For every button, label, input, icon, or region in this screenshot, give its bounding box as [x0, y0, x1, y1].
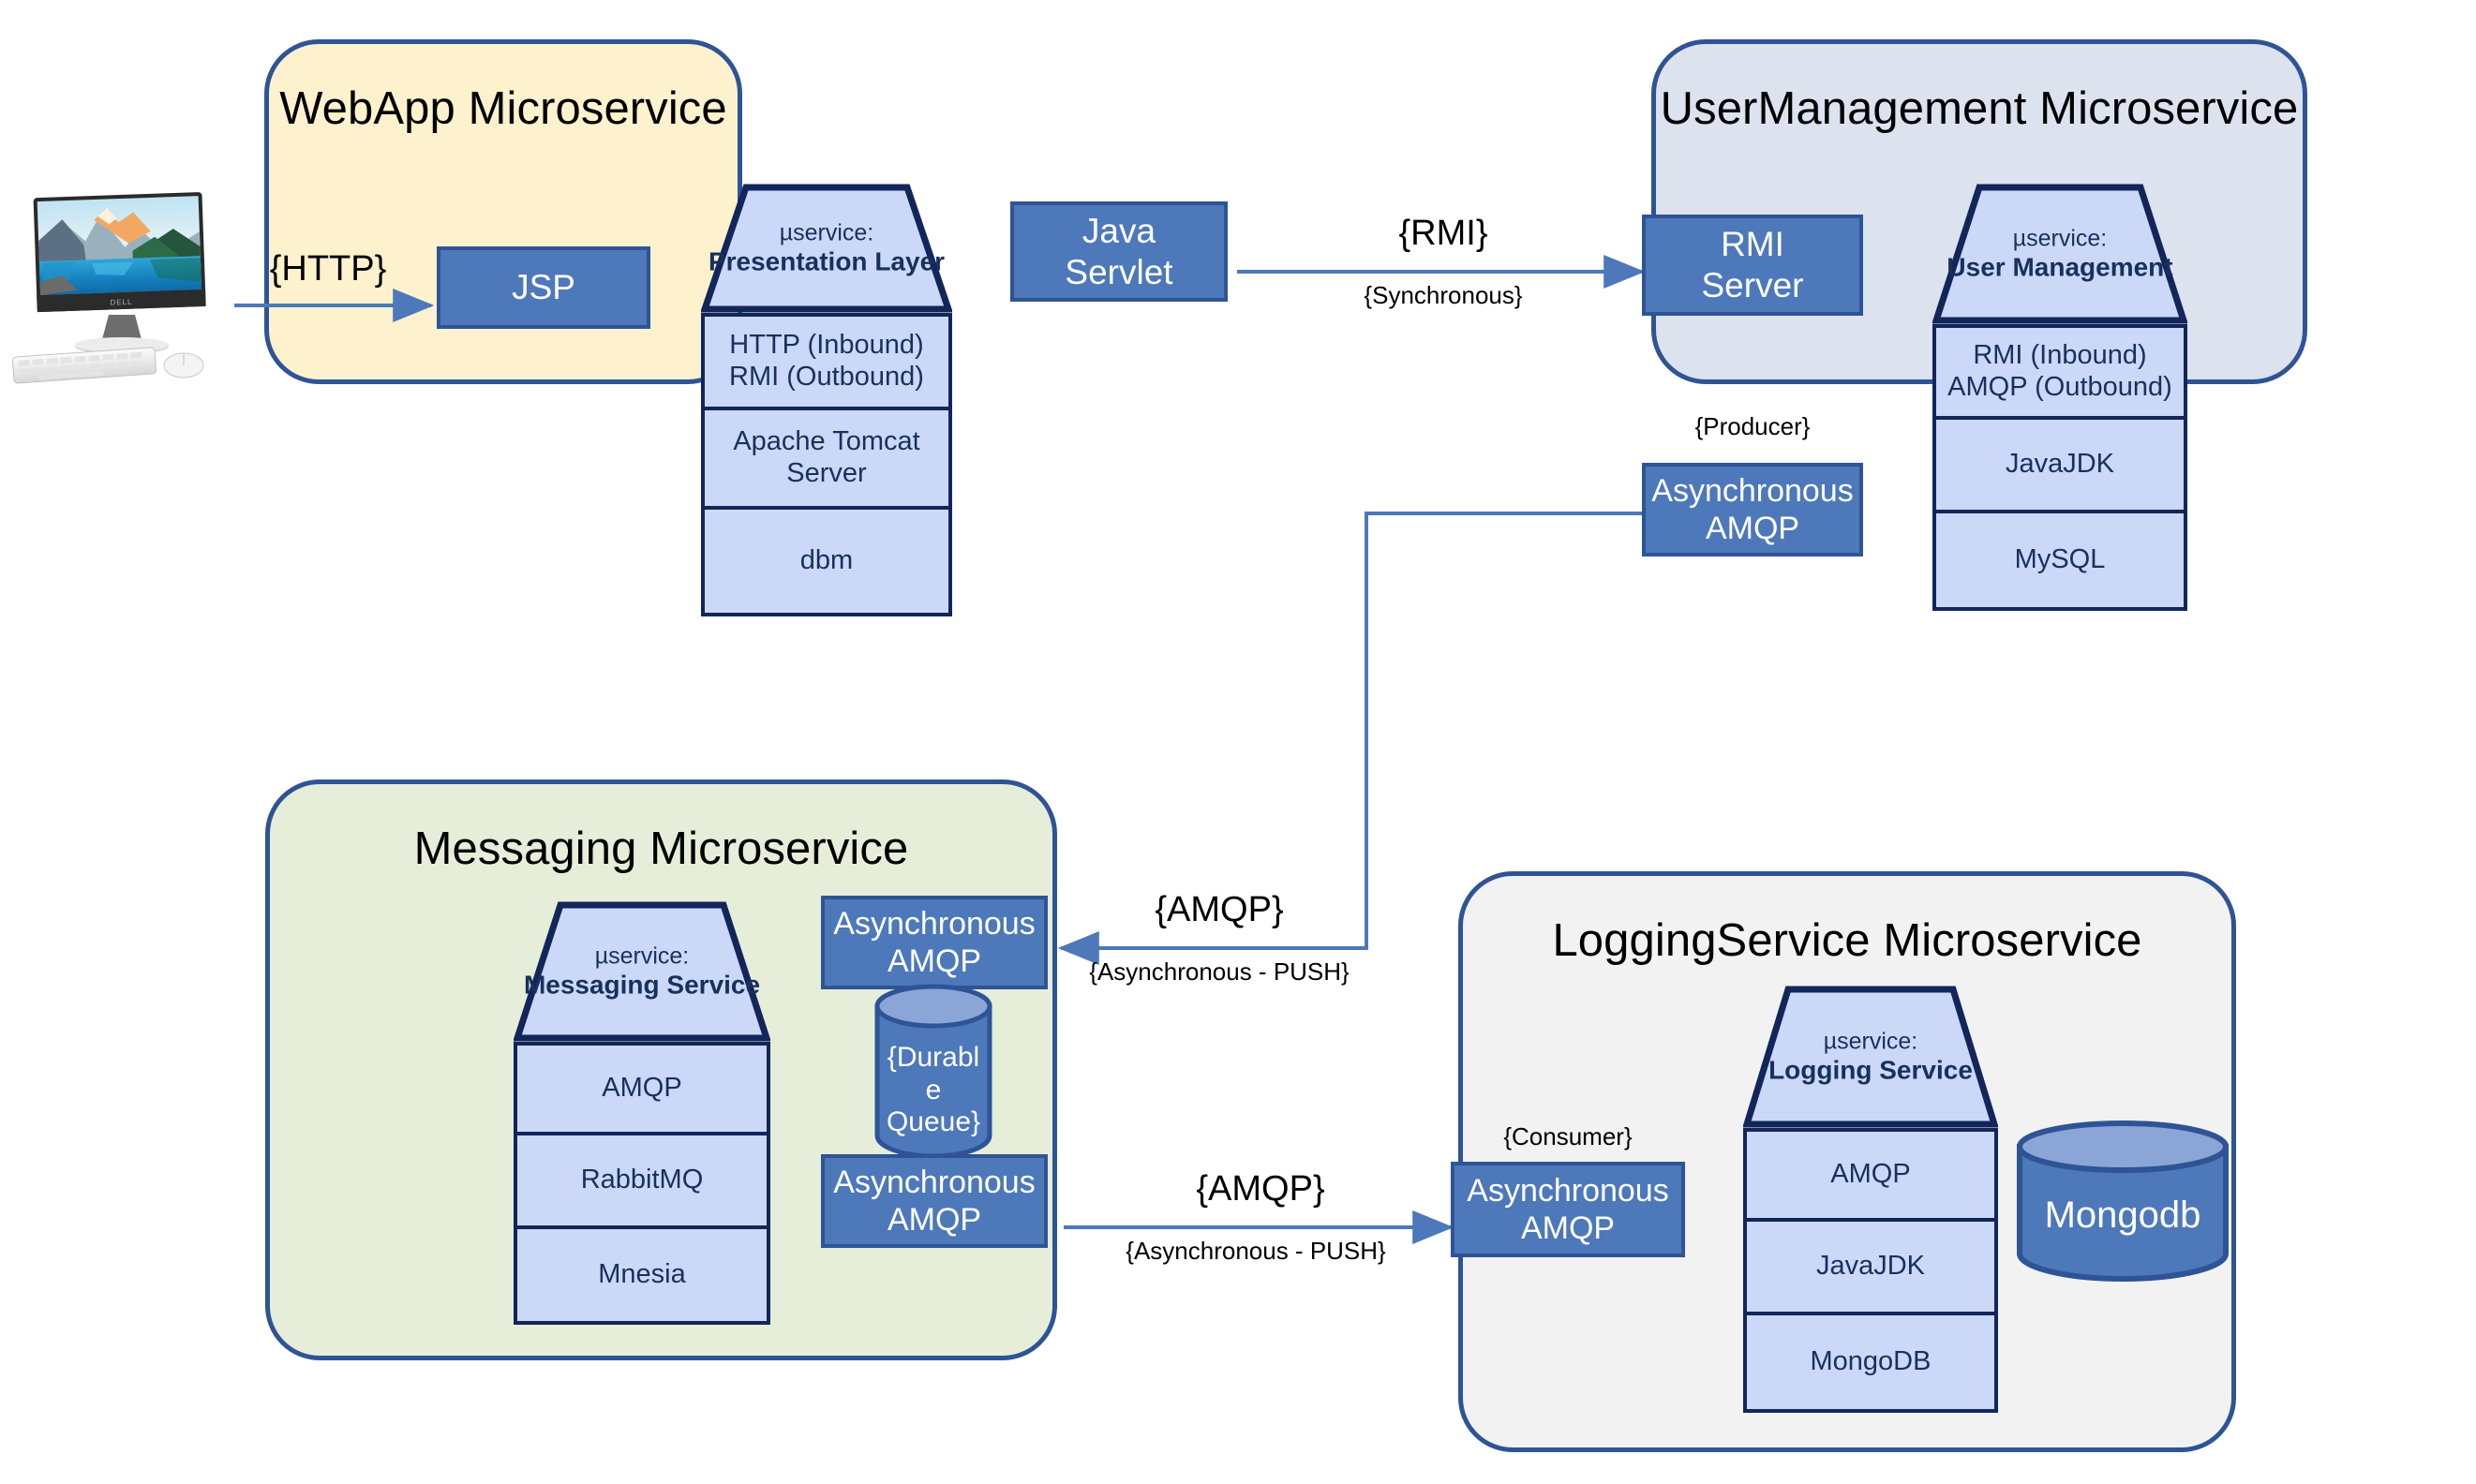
mongodb-cylinder: Mongodb — [2015, 1120, 2230, 1282]
stack-cap-label-usermanagement: µservice: User Management — [1932, 225, 2187, 282]
stack-name-usermanagement: User Management — [1946, 252, 2173, 282]
stack-layer-usermanagement-1: JavaJDK — [1932, 420, 2187, 513]
usermanagement-panel-title: UserManagement Microservice — [1660, 83, 2299, 134]
rmi-server-label: RMI Server — [1701, 225, 1804, 304]
java-servlet-interface-box[interactable]: Java Servlet — [1010, 201, 1228, 302]
svg-text:DELL: DELL — [110, 298, 132, 307]
messaging-amqp-outbound-label: Asynchronous AMQP — [833, 1164, 1036, 1238]
stack-prefix-logging: µservice: — [1823, 1028, 1918, 1055]
desktop-computer-icon: DELL — [9, 178, 234, 384]
loggingservice-panel-title: LoggingService Microservice — [1552, 915, 2142, 966]
stack-layer-logging-2: MongoDB — [1743, 1315, 1998, 1413]
stack-cap-logging: µservice: Logging Service — [1743, 986, 1998, 1128]
durable-queue-label: {Durable Queue} — [886, 1042, 981, 1137]
stack-prefix-presentation: µservice: — [779, 219, 874, 246]
messaging-panel-title: Messaging Microservice — [413, 824, 909, 874]
amqp-logging-mode-label: {Asynchronous - PUSH} — [1126, 1237, 1386, 1265]
mongodb-label: Mongodb — [2044, 1195, 2201, 1236]
stack-layer-presentation-1: Apache Tomcat Server — [701, 410, 952, 510]
stack-layer-logging-0: AMQP — [1743, 1128, 1998, 1222]
stack-cap-label-logging: µservice: Logging Service — [1743, 1028, 1998, 1085]
stack-prefix-messaging: µservice: — [594, 942, 690, 970]
user-management-stack[interactable]: µservice: User Management RMI (Inbound) … — [1932, 184, 2187, 622]
presentation-layer-stack[interactable]: µservice: Presentation Layer HTTP (Inbou… — [701, 184, 952, 616]
stack-cap-usermanagement: µservice: User Management — [1932, 184, 2187, 324]
stack-name-presentation: Presentation Layer — [708, 246, 946, 276]
async-amqp-consumer-label: Asynchronous AMQP — [1467, 1172, 1669, 1246]
messaging-amqp-outbound-box[interactable]: Asynchronous AMQP — [821, 1154, 1048, 1248]
messaging-amqp-inbound-box[interactable]: Asynchronous AMQP — [821, 896, 1048, 989]
messaging-service-stack[interactable]: µservice: Messaging Service AMQP RabbitM… — [514, 901, 770, 1342]
consumer-tag: {Consumer} — [1503, 1122, 1633, 1150]
jsp-interface-box[interactable]: JSP — [437, 246, 650, 329]
stack-layer-logging-1: JavaJDK — [1743, 1222, 1998, 1315]
jsp-label: JSP — [512, 268, 575, 307]
messaging-amqp-inbound-label: Asynchronous AMQP — [833, 905, 1036, 979]
amqp-logging-connector-label: {AMQP} — [1196, 1169, 1325, 1209]
async-amqp-consumer-box[interactable]: Asynchronous AMQP — [1451, 1162, 1685, 1257]
rmi-server-interface-box[interactable]: RMI Server — [1642, 215, 1863, 316]
rmi-connector-label: {RMI} — [1398, 214, 1488, 253]
amqp-usermanagement-mode-label: {Asynchronous - PUSH} — [1089, 957, 1350, 986]
stack-cap-label-messaging: µservice: Messaging Service — [514, 942, 770, 1000]
amqp-usermanagement-connector-label: {AMQP} — [1155, 890, 1284, 929]
webapp-panel-title: WebApp Microservice — [279, 83, 727, 134]
stack-cap-label-presentation: µservice: Presentation Layer — [701, 219, 952, 276]
stack-prefix-usermanagement: µservice: — [2012, 225, 2108, 252]
stack-layer-usermanagement-2: MySQL — [1932, 513, 2187, 611]
stack-layer-messaging-2: Mnesia — [514, 1229, 770, 1325]
stack-layer-messaging-0: AMQP — [514, 1042, 770, 1135]
logging-service-stack[interactable]: µservice: Logging Service AMQP JavaJDK M… — [1743, 986, 1998, 1426]
async-amqp-producer-label: Asynchronous AMQP — [1651, 472, 1854, 546]
java-servlet-label: Java Servlet — [1065, 211, 1173, 291]
stack-layer-usermanagement-0: RMI (Inbound) AMQP (Outbound) — [1932, 324, 2187, 420]
stack-cap-presentation: µservice: Presentation Layer — [701, 184, 952, 313]
producer-tag: {Producer} — [1694, 412, 1811, 440]
http-connector-label: {HTTP} — [269, 249, 387, 289]
stack-layer-messaging-1: RabbitMQ — [514, 1135, 770, 1229]
stack-layer-presentation-0: HTTP (Inbound) RMI (Outbound) — [701, 313, 952, 410]
stack-cap-messaging: µservice: Messaging Service — [514, 901, 770, 1042]
durable-queue-cylinder: {Durable Queue} — [873, 984, 993, 1158]
async-amqp-producer-box[interactable]: Asynchronous AMQP — [1642, 463, 1863, 556]
stack-name-messaging: Messaging Service — [523, 970, 761, 1000]
stack-layer-presentation-2: dbm — [701, 510, 952, 616]
rmi-connector-mode-label: {Synchronous} — [1364, 281, 1523, 309]
stack-name-logging: Logging Service — [1768, 1055, 1973, 1085]
